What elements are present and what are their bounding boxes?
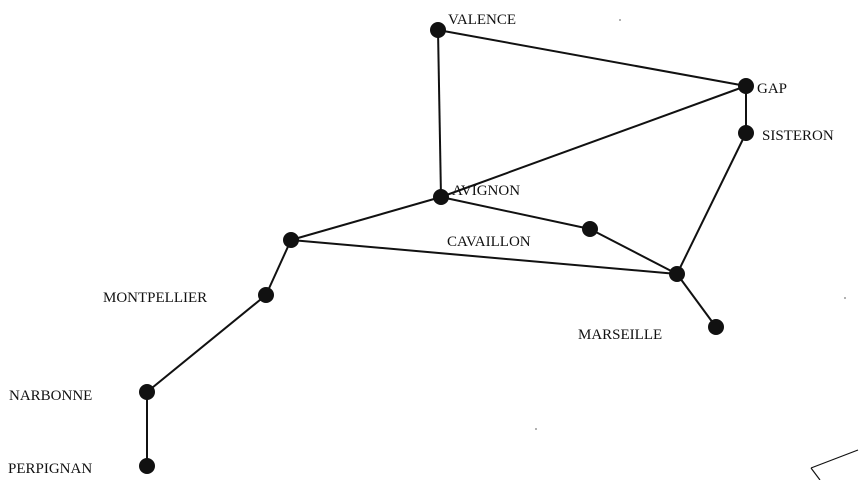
label-montpellier: MONTPELLIER: [103, 290, 207, 306]
node-marseille: [708, 319, 724, 335]
node-marseille-junction: [669, 266, 685, 282]
edge-montpellier-narbonne: [146, 294, 267, 393]
label-perpignan: PERPIGNAN: [8, 461, 92, 477]
node-montpellier: [258, 287, 274, 303]
speck-2: [844, 297, 846, 299]
label-narbonne: NARBONNE: [9, 388, 92, 404]
node-valence: [430, 22, 446, 38]
corner-fragment-2: [810, 467, 821, 480]
node-narbonne: [139, 384, 155, 400]
node-cavaillon: [582, 221, 598, 237]
edge-avignon-gap: [440, 85, 747, 198]
edge-valence-gap: [437, 29, 747, 87]
node-perpignan: [139, 458, 155, 474]
edges-layer: [146, 29, 747, 466]
edge-junction-montpellier: [265, 239, 292, 296]
label-valence: VALENCE: [448, 12, 516, 28]
edge-sisteron-marseille-junction: [676, 132, 747, 275]
edge-cavaillon-marseille-junction: [589, 228, 678, 275]
node-junction: [283, 232, 299, 248]
edge-marseille-junction-marseille: [676, 273, 717, 328]
edge-avignon-cavaillon: [440, 196, 591, 230]
label-sisteron: SISTERON: [762, 128, 834, 144]
edge-junction-marseille-junction: [290, 239, 678, 275]
speck: [619, 19, 621, 21]
speck-3: [535, 428, 537, 430]
label-avignon: AVIGNON: [452, 183, 520, 199]
node-sisteron: [738, 125, 754, 141]
scan-artifacts: [535, 19, 859, 480]
label-cavaillon: CAVAILLON: [447, 234, 531, 250]
edge-avignon-junction: [290, 196, 442, 241]
label-marseille: MARSEILLE: [578, 327, 662, 343]
nodes-layer: [139, 22, 754, 474]
edge-valence-avignon: [437, 29, 442, 198]
label-gap: GAP: [757, 81, 787, 97]
labels-layer: VALENCE GAP SISTERON AVIGNON CAVAILLON M…: [8, 12, 834, 477]
corner-fragment: [810, 449, 859, 469]
node-gap: [738, 78, 754, 94]
node-avignon: [433, 189, 449, 205]
